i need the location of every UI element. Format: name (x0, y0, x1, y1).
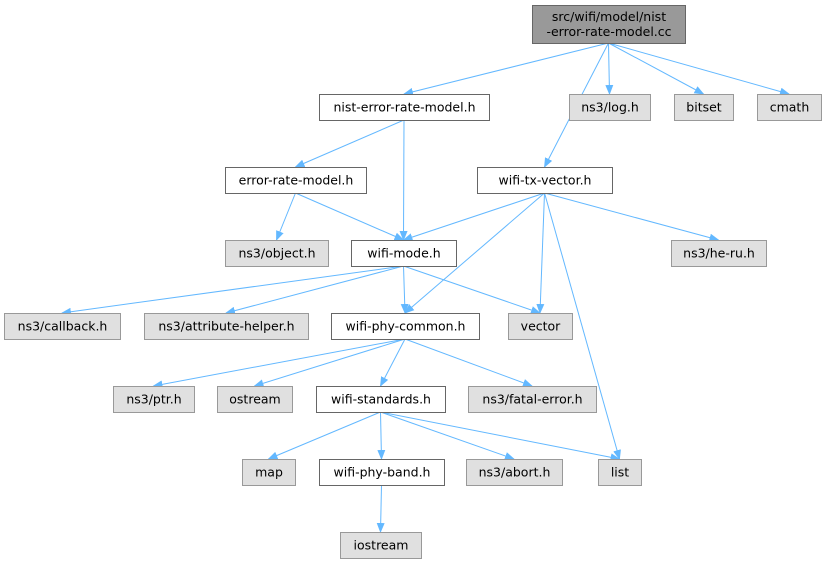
node-label: nist-error-rate-model.h (333, 100, 475, 115)
edge-root-to-bitset (608, 42, 705, 95)
edge-error-rate-model-h-to-object-h (276, 192, 296, 241)
edge-error-rate-model-h-to-wifi-mode-h (295, 192, 405, 241)
edge-wifi-phy-common-h-to-ostream (253, 338, 406, 388)
node-label: ns3/ptr.h (126, 392, 181, 407)
node-label: ns3/callback.h (18, 319, 108, 334)
node-wifi-phy-band-h[interactable]: wifi-phy-band.h (319, 459, 445, 486)
node-ostream: ostream (217, 386, 293, 413)
node-label: wifi-mode.h (367, 246, 440, 261)
node-wifi-standards-h[interactable]: wifi-standards.h (316, 386, 446, 413)
node-error-rate-model-h[interactable]: error-rate-model.h (225, 167, 367, 194)
edge-root-to-cmath (608, 42, 790, 96)
edge-wifi-mode-h-to-attribute-helper-h (225, 265, 404, 315)
edge-root-to-log-h (605, 42, 614, 95)
edge-wifi-standards-h-to-wifi-phy-band-h (377, 411, 386, 460)
edge-wifi-tx-vector-h-to-vector (536, 192, 545, 314)
edge-wifi-phy-common-h-to-fatal-error-h (404, 338, 533, 387)
node-box (319, 94, 490, 121)
node-wifi-tx-vector-h[interactable]: wifi-tx-vector.h (477, 167, 613, 194)
edge-wifi-tx-vector-h-to-wifi-mode-h (402, 192, 545, 241)
edge-wifi-mode-h-to-callback-h (61, 265, 404, 316)
node-label: src/wifi/model/nist (552, 9, 666, 24)
edge-wifi-tx-vector-h-to-list (544, 192, 621, 460)
edge-nist-h-to-error-rate-model-h (294, 119, 405, 168)
node-box (674, 94, 734, 121)
node-box (508, 313, 573, 340)
node-label: ns3/abort.h (479, 465, 551, 480)
node-box (532, 5, 686, 44)
edge-wifi-phy-band-h-to-iostream (376, 484, 385, 533)
node-label: iostream (354, 538, 409, 553)
node-label: ns3/object.h (238, 246, 315, 261)
edge-wifi-standards-h-to-list (380, 411, 621, 462)
node-box (351, 240, 457, 267)
node-log-h: ns3/log.h (569, 94, 651, 121)
edge-wifi-phy-common-h-to-ptr-h (152, 338, 406, 389)
node-box (316, 386, 446, 413)
node-label: ns3/fatal-error.h (482, 392, 582, 407)
edge-wifi-mode-h-to-wifi-phy-common-h (400, 265, 409, 314)
edge-wifi-standards-h-to-map (267, 411, 381, 460)
edges-layer (61, 42, 790, 533)
node-box (113, 386, 195, 413)
node-abort-h: ns3/abort.h (466, 459, 563, 486)
node-box (477, 167, 613, 194)
node-label: wifi-standards.h (331, 392, 431, 407)
nodes-layer: src/wifi/model/nist-error-rate-model.cc n… (4, 5, 822, 559)
node-wifi-mode-h[interactable]: wifi-mode.h (351, 240, 457, 267)
node-fatal-error-h: ns3/fatal-error.h (468, 386, 597, 413)
node-label: ns3/log.h (581, 100, 639, 115)
node-box (757, 94, 822, 121)
node-object-h: ns3/object.h (225, 240, 329, 267)
node-label: ostream (229, 392, 280, 407)
edge-wifi-mode-h-to-vector (403, 265, 541, 314)
node-box (466, 459, 563, 486)
node-box (319, 459, 445, 486)
node-box (331, 313, 480, 340)
node-label: ns3/attribute-helper.h (158, 319, 294, 334)
node-label: wifi-phy-common.h (346, 319, 466, 334)
node-box (671, 240, 767, 267)
node-label: list (611, 465, 629, 480)
node-label: bitset (686, 100, 722, 115)
node-ptr-h: ns3/ptr.h (113, 386, 195, 413)
node-box (468, 386, 597, 413)
node-box (4, 313, 121, 340)
node-box (144, 313, 309, 340)
edge-nist-h-to-wifi-mode-h (399, 119, 408, 241)
node-box (225, 167, 367, 194)
node-nist-h[interactable]: nist-error-rate-model.h (319, 94, 490, 121)
node-label: cmath (770, 100, 810, 115)
node-attribute-helper-h: ns3/attribute-helper.h (144, 313, 309, 340)
node-label: map (255, 465, 283, 480)
node-iostream: iostream (340, 532, 422, 559)
edge-wifi-phy-common-h-to-wifi-standards-h (380, 338, 406, 387)
node-box (598, 459, 642, 486)
node-label: wifi-tx-vector.h (499, 173, 592, 188)
node-list: list (598, 459, 642, 486)
node-bitset: bitset (674, 94, 734, 121)
node-label: -error-rate-model.cc (546, 24, 671, 39)
edge-root-to-nist-h (403, 42, 609, 96)
node-box (340, 532, 422, 559)
node-callback-h: ns3/callback.h (4, 313, 121, 340)
edge-wifi-standards-h-to-abort-h (380, 411, 515, 460)
node-map: map (242, 459, 296, 486)
node-box (217, 386, 293, 413)
node-box (569, 94, 651, 121)
node-root[interactable]: src/wifi/model/nist-error-rate-model.cc (532, 5, 686, 44)
node-wifi-phy-common-h[interactable]: wifi-phy-common.h (331, 313, 480, 340)
node-label: ns3/he-ru.h (683, 246, 755, 261)
node-vector: vector (508, 313, 573, 340)
edge-wifi-tx-vector-h-to-wifi-phy-common-h (404, 192, 545, 314)
node-box (242, 459, 296, 486)
node-label: error-rate-model.h (239, 173, 354, 188)
node-label: vector (521, 319, 562, 334)
node-box (225, 240, 329, 267)
node-cmath: cmath (757, 94, 822, 121)
edge-wifi-tx-vector-h-to-he-ru-h (544, 192, 720, 242)
node-label: wifi-phy-band.h (334, 465, 431, 480)
node-he-ru-h: ns3/he-ru.h (671, 240, 767, 267)
